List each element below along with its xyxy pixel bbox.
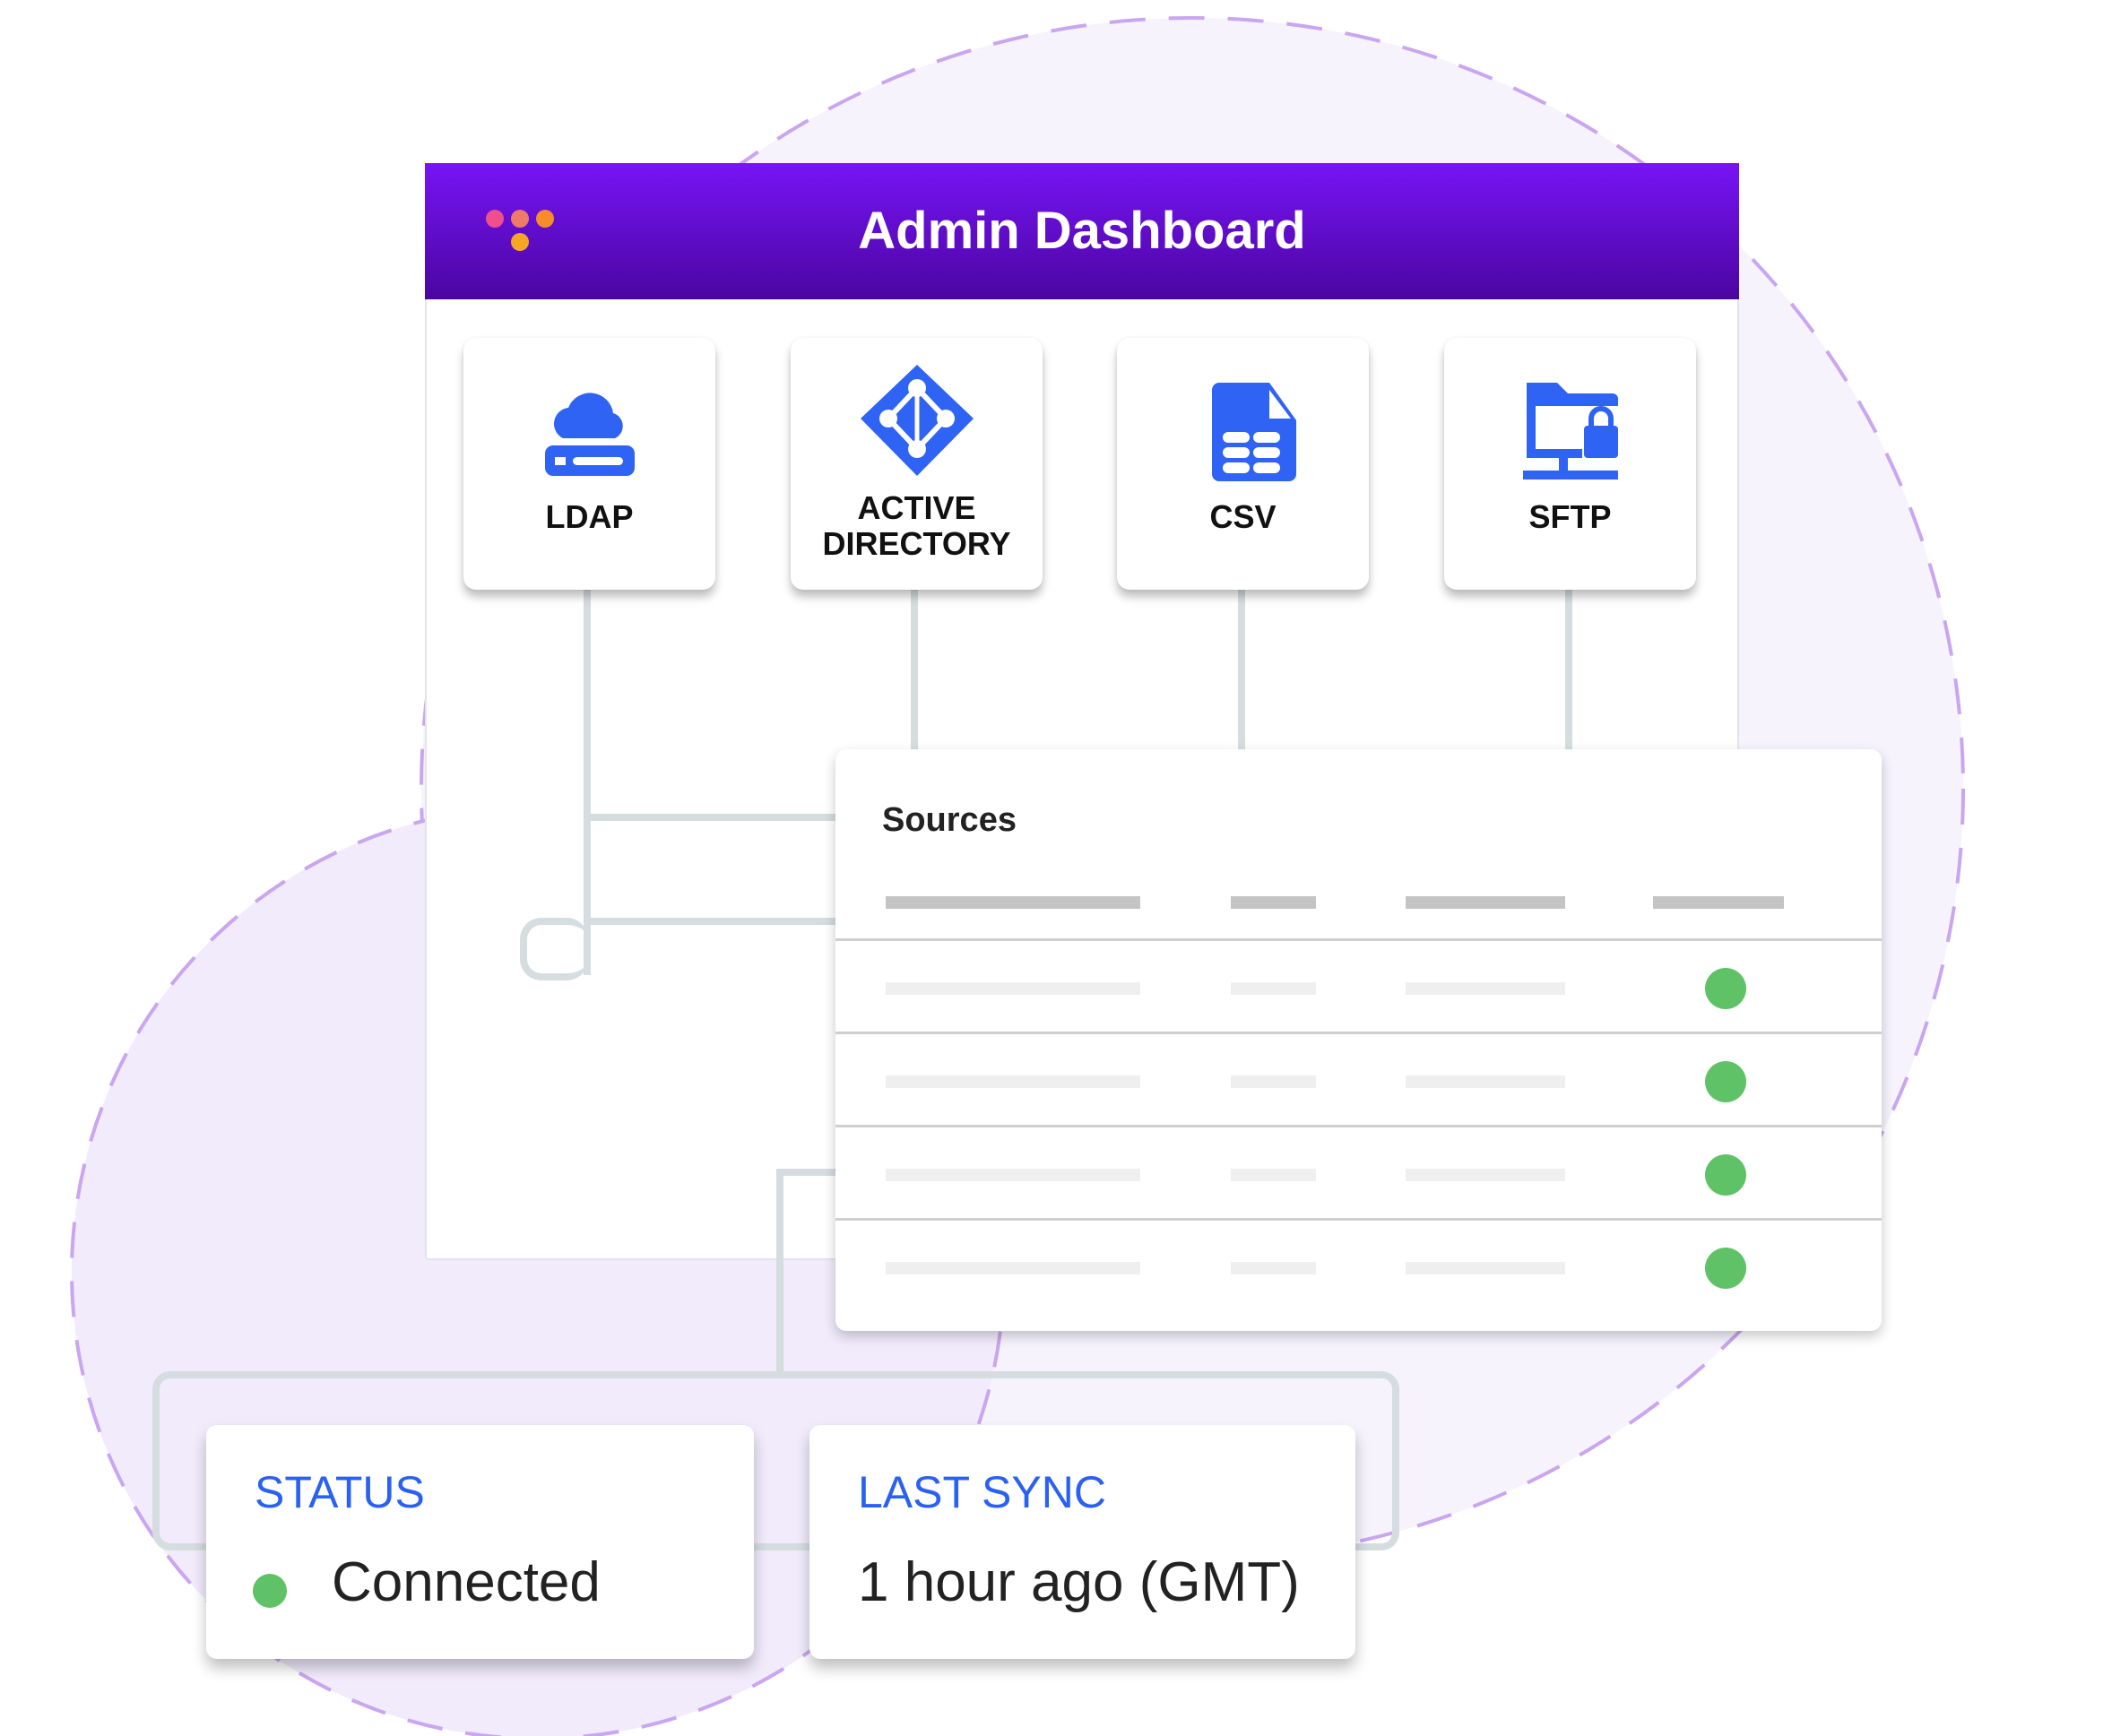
connector-loop (520, 918, 588, 980)
cloud-server-icon (545, 393, 635, 476)
cell-placeholder (1406, 1169, 1565, 1181)
cell-placeholder (886, 982, 1140, 995)
cell-placeholder (886, 1075, 1140, 1088)
status-dot-icon (1705, 1061, 1746, 1102)
logo-dot (486, 210, 504, 228)
column-header (886, 896, 1140, 909)
last-sync-card: LAST SYNC 1 hour ago (GMT) (809, 1425, 1355, 1659)
connector-line (776, 1169, 783, 1375)
sftp-folder-lock-icon (1523, 383, 1618, 479)
connector-line (1238, 590, 1245, 751)
last-sync-value: 1 hour ago (GMT) (858, 1551, 1300, 1613)
status-dot-icon (1705, 1154, 1746, 1196)
table-row[interactable] (835, 938, 1882, 1034)
cell-placeholder (1406, 1262, 1565, 1274)
status-dot-icon (1705, 968, 1746, 1009)
logo-dot (536, 210, 554, 228)
connector-line (776, 1169, 839, 1176)
connector-line (1565, 590, 1572, 751)
cell-placeholder (886, 1169, 1140, 1181)
cell-placeholder (1231, 982, 1316, 995)
sources-panel: Sources (835, 749, 1882, 1331)
last-sync-label: LAST SYNC (858, 1467, 1106, 1517)
cell-placeholder (886, 1262, 1140, 1274)
csv-file-icon (1212, 383, 1296, 481)
source-card-csv[interactable]: CSV (1117, 338, 1369, 590)
logo-dot (511, 233, 529, 251)
connector-line (911, 590, 918, 751)
window-header (425, 163, 1739, 299)
table-row[interactable] (835, 1218, 1882, 1314)
card-label-line2: DIRECTORY (822, 525, 1011, 562)
cell-placeholder (1231, 1075, 1316, 1088)
source-card-ldap[interactable]: LDAP (463, 338, 715, 590)
column-header (1231, 896, 1316, 909)
cell-placeholder (1406, 1075, 1565, 1088)
column-header (1406, 896, 1565, 909)
status-dot-icon (253, 1574, 287, 1608)
cell-placeholder (1406, 982, 1565, 995)
connector-line (584, 814, 836, 821)
cell-placeholder (1231, 1262, 1316, 1274)
table-row[interactable] (835, 1125, 1882, 1221)
status-label: STATUS (255, 1467, 425, 1517)
page-title: Admin Dashboard (858, 202, 1306, 260)
logo-dot (511, 210, 529, 228)
cell-placeholder (1231, 1169, 1316, 1181)
connector-line (584, 918, 836, 925)
active-directory-icon (861, 365, 974, 476)
connector-frame (152, 1371, 1399, 1550)
source-card-sftp[interactable]: SFTP (1444, 338, 1696, 590)
card-label-line1: ACTIVE (857, 489, 976, 526)
status-value: Connected (332, 1551, 601, 1613)
connector-line (584, 590, 591, 975)
table-row[interactable] (835, 1032, 1882, 1127)
sources-title: Sources (882, 801, 1017, 839)
card-label: SFTP (1528, 498, 1612, 535)
card-label: LDAP (545, 498, 634, 535)
column-header (1653, 896, 1784, 909)
status-dot-icon (1705, 1248, 1746, 1289)
card-label: CSV (1209, 498, 1277, 535)
status-card: STATUS Connected (206, 1425, 754, 1659)
